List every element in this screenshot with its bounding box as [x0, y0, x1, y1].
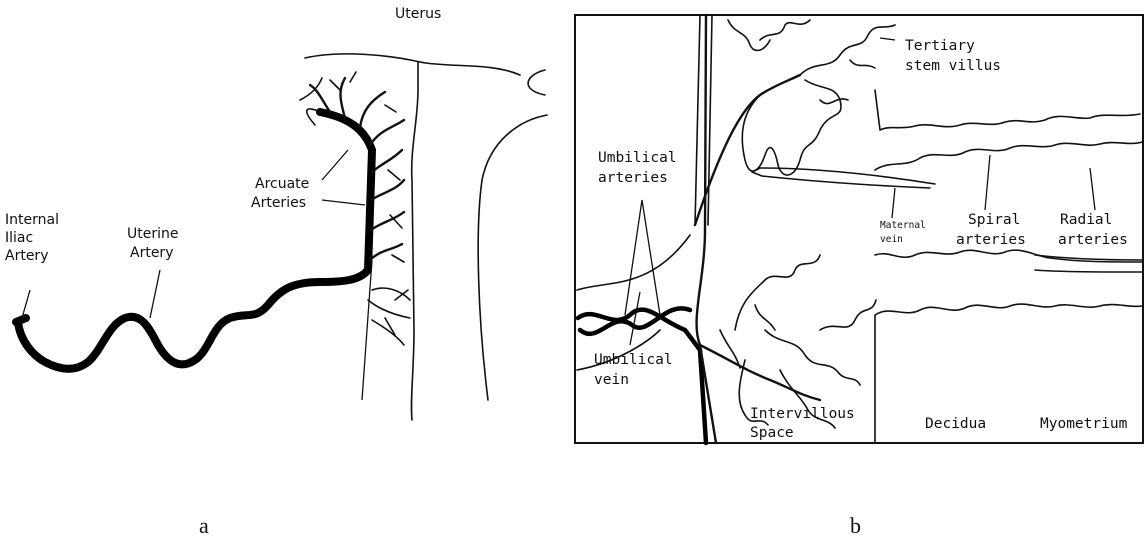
spiral-artery-upper-wall — [875, 142, 1142, 170]
radial-label-line1: Radial — [1060, 212, 1112, 228]
maternal-vein-channel — [752, 168, 935, 188]
panel-b-caption: b — [850, 513, 861, 538]
intervillous-label-line2: Space — [750, 425, 794, 441]
decidua-label: Decidua — [925, 416, 986, 432]
umbilical-vein-label-line1: Umbilical — [594, 352, 673, 368]
uterus-cavity-line — [478, 115, 547, 400]
spiral-leader — [985, 155, 990, 210]
tertiary-stem-villus-lower — [720, 255, 876, 428]
arcuate-label-line1: Arcuate — [255, 176, 309, 192]
internal-iliac-label-line1: Internal — [5, 212, 59, 228]
uterine-artery-vessel — [18, 112, 372, 369]
intervillous-label-line1: Intervillous — [750, 406, 855, 422]
umbilical-vein-label-line2: vein — [594, 372, 629, 388]
umbilical-vein-leader — [630, 292, 640, 345]
decidua-upper-boundary — [875, 90, 1140, 130]
arcuate-leader-2 — [322, 200, 365, 205]
internal-iliac-leader — [22, 290, 30, 318]
uterus-cavity-curve — [528, 70, 545, 95]
uterus-label: Uterus — [395, 6, 441, 22]
tertiary-label-line1: Tertiary — [905, 38, 975, 54]
tertiary-leader — [880, 38, 895, 40]
panel-a-caption: a — [199, 513, 209, 538]
chorionic-plate-line-2 — [708, 15, 712, 225]
uterus-outline-inner — [411, 62, 418, 420]
chorionic-plate-line-1 — [695, 15, 700, 225]
maternal-vein-label-line1: Maternal — [880, 220, 926, 231]
stem-vessel-lower — [700, 345, 820, 400]
panel-a-uterine-blood-supply: Uterus Arcuate Arteries Internal Iliac A… — [5, 6, 547, 538]
spiral-label-line2: arteries — [956, 232, 1026, 248]
internal-iliac-stump — [16, 318, 26, 322]
uterus-bottom-leader — [362, 260, 372, 400]
tertiary-label-line2: stem villus — [905, 58, 1001, 74]
arcuate-leader-1 — [322, 150, 348, 180]
uterine-artery-label-line2: Artery — [130, 245, 173, 261]
panel-b-frame — [575, 15, 1143, 443]
maternal-vein-label-line2: vein — [880, 234, 903, 245]
radial-label-line2: arteries — [1058, 232, 1128, 248]
panel-b-placental-structure: Tertiary stem villus Umbilical arteries … — [575, 15, 1143, 538]
radial-leader — [1090, 168, 1095, 210]
spiral-label-line1: Spiral — [968, 212, 1020, 228]
uterus-outline-top — [305, 54, 520, 75]
maternal-vein-leader — [892, 188, 895, 218]
stem-vessel-main — [697, 15, 716, 443]
myometrium-label: Myometrium — [1040, 416, 1128, 432]
tertiary-stem-villus-upper — [728, 20, 895, 175]
uterine-artery-leader — [150, 270, 160, 318]
internal-iliac-label-line2: Iliac — [5, 230, 33, 246]
internal-iliac-label-line3: Artery — [5, 248, 48, 264]
cord-outer-upper — [577, 235, 690, 290]
arcuate-label-line2: Arteries — [251, 195, 306, 211]
umbilical-arteries-label-line2: arteries — [598, 170, 668, 186]
decidua-lower-boundary — [875, 304, 1142, 315]
uterine-artery-label-line1: Uterine — [127, 226, 178, 242]
umbilical-arteries-label-line1: Umbilical — [598, 150, 677, 166]
umbilical-arteries-leader — [625, 200, 660, 315]
